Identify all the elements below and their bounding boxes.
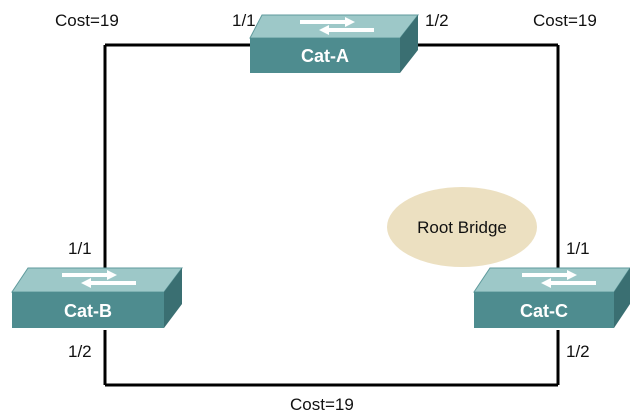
switch-top-face <box>249 14 420 39</box>
switch-arrows-icon <box>62 270 136 288</box>
switch-name: Cat-A <box>301 46 349 66</box>
port-label-cat-a-right: 1/2 <box>425 11 449 30</box>
switch-front-face <box>12 292 164 328</box>
root-bridge-ellipse <box>387 187 537 267</box>
switch-arrows-icon <box>300 17 374 35</box>
switch-side-face <box>614 268 630 328</box>
switch-side-face <box>164 268 182 328</box>
port-label-cat-b-top: 1/1 <box>68 239 92 258</box>
switch-name: Cat-B <box>64 301 112 321</box>
switch-top-face <box>11 267 183 293</box>
switch-cat-c[interactable]: Cat-C <box>473 267 630 328</box>
root-bridge-label: Root Bridge <box>417 218 507 237</box>
port-label-cat-b-bottom: 1/2 <box>68 342 92 361</box>
port-label-cat-a-left: 1/1 <box>232 11 256 30</box>
port-label-cat-c-bottom: 1/2 <box>566 342 590 361</box>
cost-label-a-c: Cost=19 <box>533 11 597 30</box>
switch-arrows-icon <box>522 270 596 288</box>
cost-label-b-c: Cost=19 <box>290 395 354 414</box>
links <box>103 43 560 387</box>
port-label-cat-c-top: 1/1 <box>566 239 590 258</box>
switch-name: Cat-C <box>520 301 568 321</box>
switch-cat-b[interactable]: Cat-B <box>11 267 183 328</box>
switch-top-face <box>473 267 630 293</box>
root-bridge-badge: Root Bridge <box>387 187 537 267</box>
cost-label-a-b: Cost=19 <box>55 11 119 30</box>
switch-side-face <box>400 15 418 73</box>
switch-front-face <box>250 38 400 73</box>
switch-cat-a[interactable]: Cat-A <box>249 14 420 73</box>
switch-front-face <box>474 292 614 328</box>
